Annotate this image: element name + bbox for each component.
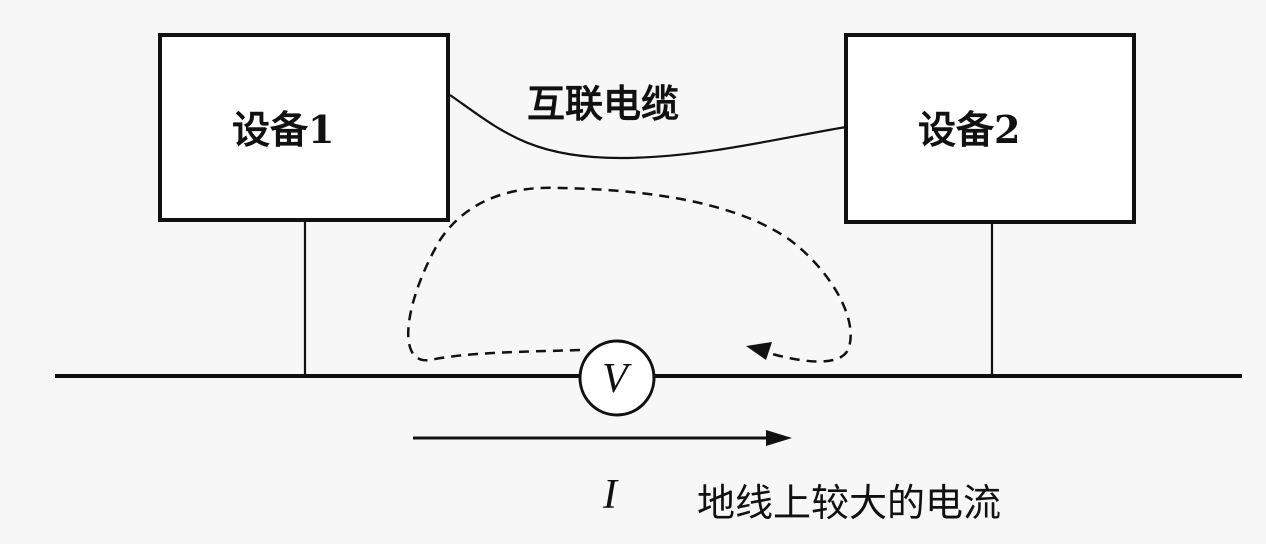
voltmeter-label: V bbox=[602, 356, 632, 402]
cable-label: 互联电缆 bbox=[527, 81, 679, 126]
voltmeter-circle bbox=[578, 339, 656, 417]
device1-label: 设备1 bbox=[232, 107, 334, 152]
ground-loop-path bbox=[406, 186, 852, 363]
current-arrowhead bbox=[766, 430, 792, 446]
device1-box bbox=[158, 33, 450, 222]
loop-arrowhead bbox=[746, 342, 772, 360]
device2-label: 设备2 bbox=[918, 107, 1020, 152]
interconnect-cable bbox=[449, 94, 847, 160]
device2-box bbox=[844, 33, 1136, 224]
current-description: 地线上较大的电流 bbox=[697, 481, 1001, 525]
current-symbol: I bbox=[602, 472, 619, 518]
